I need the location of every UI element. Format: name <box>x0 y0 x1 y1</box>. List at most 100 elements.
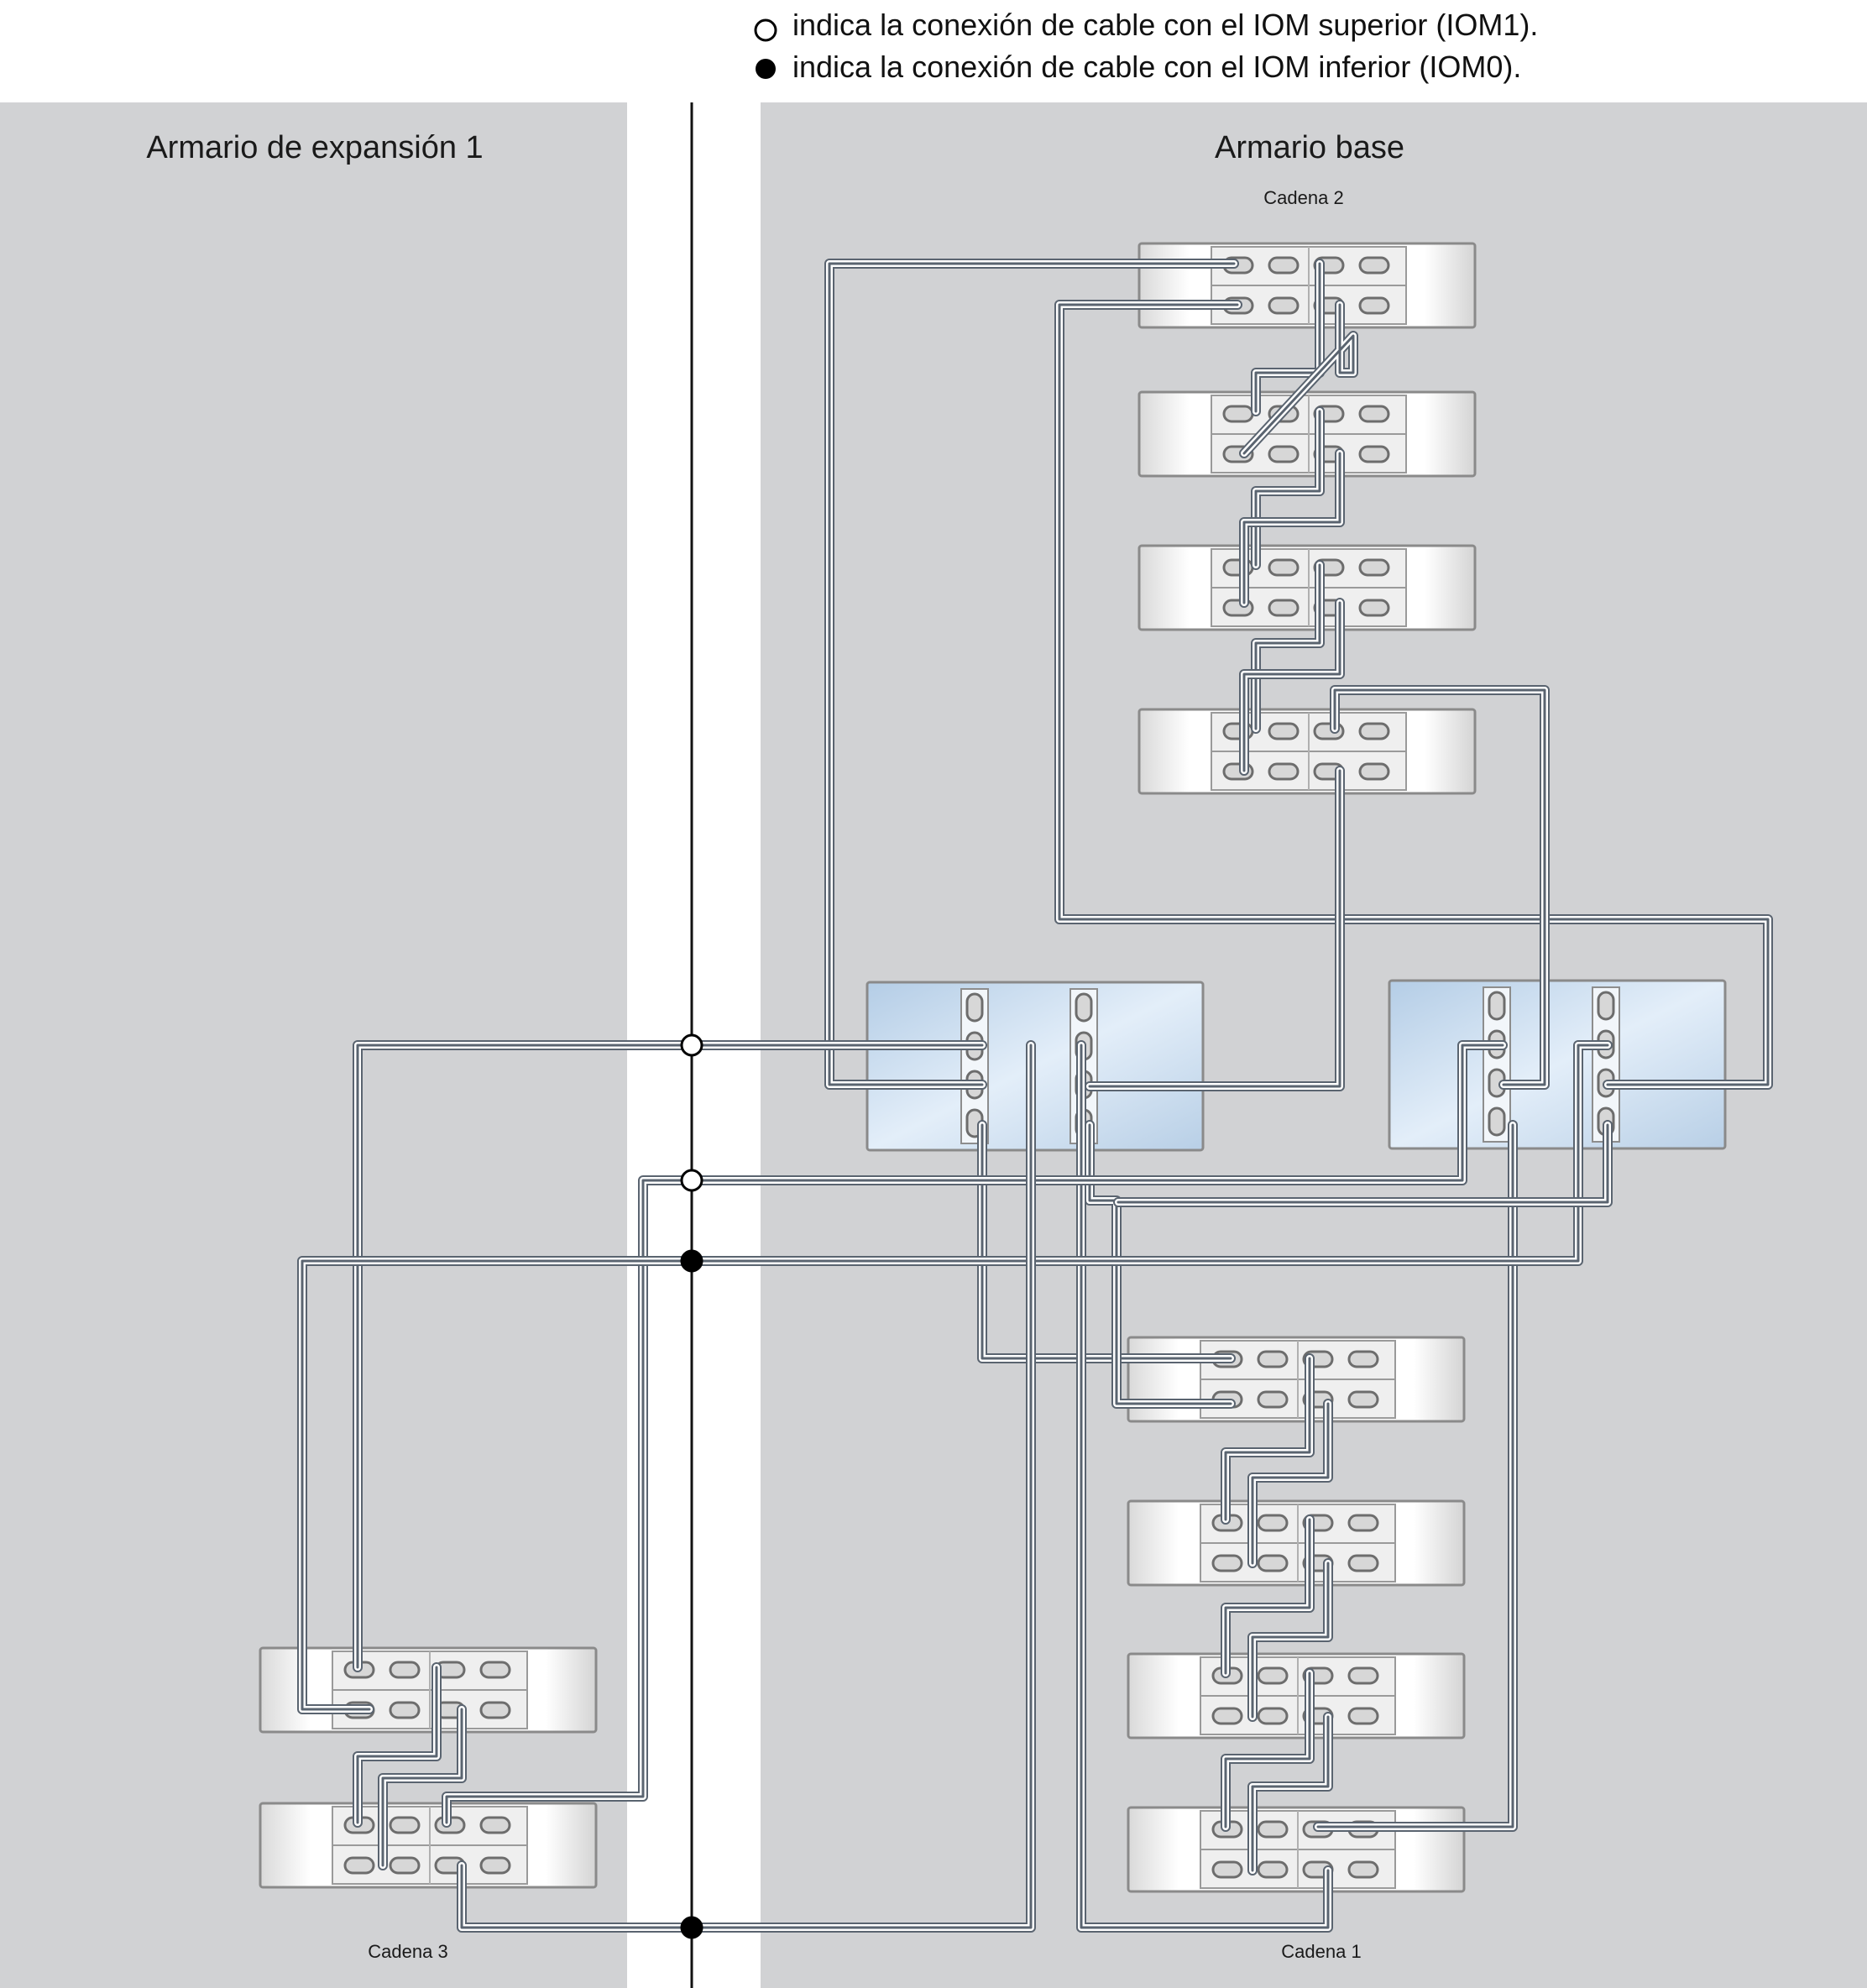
sas-port <box>479 1816 511 1834</box>
cable-core <box>1058 303 1770 1086</box>
sas-port <box>1347 1514 1379 1532</box>
chain3-shelf-2 <box>259 1802 598 1889</box>
chain1-shelf-4 <box>1127 1806 1466 1893</box>
sas-port <box>1347 1707 1379 1725</box>
cable-core <box>981 1123 1232 1360</box>
cable-core <box>1251 1402 1330 1565</box>
cable-core <box>1242 601 1341 772</box>
sas-port <box>389 1701 421 1719</box>
cable-core <box>1224 1357 1311 1521</box>
cable-core <box>1088 769 1341 1088</box>
sas-port <box>1257 1554 1289 1572</box>
controller-chassis <box>1388 979 1727 1150</box>
sas-port <box>389 1856 421 1875</box>
sas-port <box>1268 445 1300 463</box>
iom0-junction-icon <box>680 1916 703 1939</box>
junctions <box>680 1033 703 1939</box>
base-cabinet-title: Armario base <box>1215 130 1404 165</box>
sas-port <box>1347 1860 1379 1879</box>
chain-3-label: Cadena 3 <box>368 1941 447 1962</box>
sas-port <box>1257 1707 1289 1725</box>
cable-core <box>445 1044 1504 1824</box>
sas-port <box>479 1856 511 1875</box>
chain3-shelf-1 <box>259 1646 598 1734</box>
sas-port <box>1257 1390 1289 1409</box>
cable-core <box>1251 1562 1330 1719</box>
sas-port <box>1268 558 1300 577</box>
sas-port <box>1358 762 1390 781</box>
sas-port <box>1268 296 1300 315</box>
hba-port <box>1075 992 1093 1023</box>
legend: indica la conexión de cable con el IOM s… <box>754 8 1538 84</box>
iom1-junction-icon <box>680 1169 703 1192</box>
chain-1-label: Cadena 1 <box>1281 1941 1361 1962</box>
cables <box>297 259 1773 1933</box>
cable-core <box>1333 688 1546 1086</box>
cable-core <box>1316 1123 1514 1828</box>
sas-port <box>1257 1860 1289 1879</box>
open-circle-icon <box>754 18 777 42</box>
hba-port <box>1488 991 1506 1021</box>
sas-port <box>1222 405 1254 423</box>
cable-core <box>301 1044 1609 1711</box>
iom1-junction-icon <box>680 1033 703 1057</box>
sas-port <box>1211 1707 1243 1725</box>
cable-core <box>1224 1518 1311 1675</box>
legend-open-text: indica la conexión de cable con el IOM s… <box>792 8 1538 42</box>
sas-port <box>389 1816 421 1834</box>
sas-port <box>1347 1390 1379 1409</box>
chain-2-label: Cadena 2 <box>1263 187 1343 208</box>
sas-port <box>1211 1860 1243 1879</box>
cable-core <box>381 1708 463 1867</box>
chain2-shelf-3 <box>1137 544 1477 631</box>
sas-port <box>1257 1820 1289 1839</box>
sas-port <box>479 1701 511 1719</box>
filled-circle-icon <box>756 59 776 79</box>
chain2-shelf-2 <box>1137 390 1477 478</box>
sas-port <box>1257 1350 1289 1368</box>
hba-port <box>1488 1106 1506 1137</box>
sas-port <box>1257 1514 1289 1532</box>
sas-port <box>1257 1666 1289 1685</box>
sas-port <box>1347 1666 1379 1685</box>
cable-core <box>1242 303 1355 455</box>
sas-port <box>1358 558 1390 577</box>
legend-filled-text: indica la conexión de cable con el IOM i… <box>792 50 1521 84</box>
cable-core <box>1242 452 1341 604</box>
sas-port <box>1358 445 1390 463</box>
sas-port <box>1358 296 1390 315</box>
chain1-shelf-2 <box>1127 1499 1466 1587</box>
cable-core <box>1254 563 1321 730</box>
sas-port <box>1358 405 1390 423</box>
chain2-shelf-4 <box>1137 708 1477 795</box>
sas-port <box>1358 599 1390 617</box>
sas-port <box>1211 1554 1243 1572</box>
controller-right <box>1388 979 1727 1150</box>
cable-core <box>460 1044 1033 1929</box>
chain2-shelf-1 <box>1137 242 1477 329</box>
cable-core <box>1251 1715 1330 1872</box>
sas-port <box>1268 762 1300 781</box>
cable-core <box>1254 262 1321 413</box>
cable-core <box>1224 1671 1311 1828</box>
sas-port <box>1268 722 1300 740</box>
sas-port <box>1347 1554 1379 1572</box>
cable-core <box>828 262 1236 1086</box>
hba-port <box>1597 991 1615 1021</box>
sas-port <box>479 1661 511 1679</box>
sas-port <box>1268 256 1300 275</box>
expansion-cabinet-title: Armario de expansión 1 <box>146 130 483 165</box>
cable-core <box>356 1666 438 1824</box>
hba-port <box>965 992 984 1023</box>
sas-port <box>1358 256 1390 275</box>
sas-port <box>389 1661 421 1679</box>
sas-port <box>343 1856 375 1875</box>
cable-core <box>356 1044 984 1669</box>
cable-core <box>1254 410 1321 567</box>
sas-port <box>1358 722 1390 740</box>
chain1-shelf-3 <box>1127 1652 1466 1740</box>
iom0-junction-icon <box>680 1249 703 1273</box>
sas-port <box>1347 1350 1379 1368</box>
sas-port <box>1268 599 1300 617</box>
